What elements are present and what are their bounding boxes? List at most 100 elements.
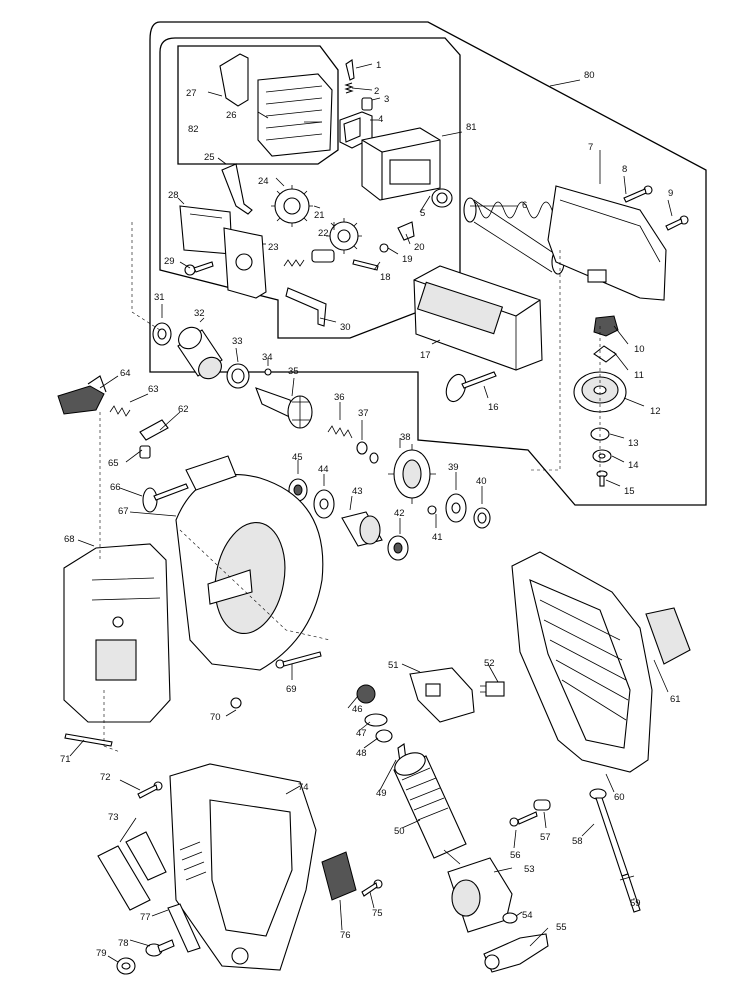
part-79-shape bbox=[116, 957, 136, 975]
part-label-13: 13 bbox=[628, 438, 639, 449]
part-57-shape bbox=[533, 799, 551, 811]
part-label-67: 67 bbox=[118, 506, 129, 517]
part-50-shape bbox=[393, 752, 467, 865]
part-61-shape bbox=[645, 607, 691, 665]
part-label-30: 30 bbox=[340, 322, 351, 333]
part-11-shape bbox=[593, 345, 617, 363]
part-38-shape bbox=[388, 444, 436, 504]
part-label-37: 37 bbox=[358, 408, 369, 419]
part-32-shape bbox=[177, 326, 223, 380]
part-label-82: 82 bbox=[188, 124, 199, 135]
part-label-19: 19 bbox=[402, 254, 413, 265]
part-label-16: 16 bbox=[488, 402, 499, 413]
assembly-lines bbox=[99, 222, 601, 753]
part-67-shape bbox=[175, 455, 324, 671]
part-label-57: 57 bbox=[540, 832, 551, 843]
part-label-68: 68 bbox=[64, 534, 75, 545]
part-label-20: 20 bbox=[414, 242, 425, 253]
part-60-shape bbox=[511, 551, 653, 773]
part-label-64: 64 bbox=[120, 368, 131, 379]
part-21-shape bbox=[361, 127, 441, 201]
part-40-shape bbox=[473, 507, 491, 529]
part-37-shape bbox=[356, 441, 368, 455]
part-label-49: 49 bbox=[376, 788, 387, 799]
part-71-shape bbox=[64, 733, 113, 747]
part-label-29: 29 bbox=[164, 256, 175, 267]
part-10-shape bbox=[593, 315, 619, 337]
part-label-3: 3 bbox=[384, 94, 389, 105]
part-1-shape bbox=[345, 59, 355, 81]
part-74-shape bbox=[169, 763, 317, 971]
group-outline-80 bbox=[149, 21, 707, 506]
part-label-78: 78 bbox=[118, 938, 129, 949]
part-33-shape bbox=[226, 363, 250, 389]
part-3-shape bbox=[361, 97, 373, 111]
part-label-74: 74 bbox=[298, 782, 309, 793]
part-15-shape bbox=[596, 470, 608, 487]
spring-small-shape bbox=[283, 259, 305, 267]
part-23-shape bbox=[223, 227, 267, 299]
part-66-shape bbox=[142, 483, 189, 513]
part-20-shape bbox=[397, 221, 415, 241]
part-76-shape bbox=[321, 851, 357, 901]
part-48-shape bbox=[375, 729, 393, 743]
part-label-25: 25 bbox=[204, 152, 215, 163]
part-label-26: 26 bbox=[226, 110, 237, 121]
part-78-shape bbox=[145, 939, 175, 957]
part-label-47: 47 bbox=[356, 728, 367, 739]
part-25-shape bbox=[221, 163, 253, 215]
part-label-76: 76 bbox=[340, 930, 351, 941]
part-label-38: 38 bbox=[400, 432, 411, 443]
part-label-10: 10 bbox=[634, 344, 645, 355]
part-label-43: 43 bbox=[352, 486, 363, 497]
part-77-shape bbox=[167, 903, 201, 953]
part-55-shape bbox=[483, 933, 549, 973]
part-43-shape bbox=[341, 511, 383, 547]
part-label-79: 79 bbox=[96, 948, 107, 959]
part-30-shape bbox=[285, 287, 327, 327]
part-label-40: 40 bbox=[476, 476, 487, 487]
part-label-27: 27 bbox=[186, 88, 197, 99]
part-53-shape bbox=[447, 857, 513, 933]
part-2-shape bbox=[344, 82, 354, 94]
part-label-21: 21 bbox=[314, 210, 325, 221]
part-label-62: 62 bbox=[178, 404, 189, 415]
part-label-53: 53 bbox=[524, 864, 535, 875]
part-label-33: 33 bbox=[232, 336, 243, 347]
part-35-shape bbox=[255, 387, 313, 429]
part-34-shape bbox=[264, 368, 272, 376]
part-label-80: 80 bbox=[584, 70, 595, 81]
part-label-28: 28 bbox=[168, 190, 179, 201]
part-7-shape bbox=[547, 185, 667, 301]
part-label-2: 2 bbox=[374, 86, 379, 97]
part-label-45: 45 bbox=[292, 452, 303, 463]
part-47-shape bbox=[364, 713, 388, 727]
part-label-1: 1 bbox=[376, 60, 381, 71]
part-label-8: 8 bbox=[622, 164, 627, 175]
part-75-shape bbox=[361, 879, 383, 897]
part-14-shape bbox=[592, 449, 612, 463]
part-label-44: 44 bbox=[318, 464, 329, 475]
part-label-9: 9 bbox=[668, 188, 673, 199]
part-label-34: 34 bbox=[262, 352, 273, 363]
part-label-15: 15 bbox=[624, 486, 635, 497]
part-label-72: 72 bbox=[100, 772, 111, 783]
part-label-66: 66 bbox=[110, 482, 121, 493]
part-26-shape bbox=[257, 73, 333, 157]
part-label-36: 36 bbox=[334, 392, 345, 403]
part-label-23: 23 bbox=[268, 242, 279, 253]
part-73-shape bbox=[97, 831, 167, 911]
part-70-shape bbox=[230, 697, 242, 709]
part-72-shape bbox=[137, 781, 163, 799]
part-19-shape bbox=[379, 243, 389, 253]
part-label-77: 77 bbox=[140, 912, 151, 923]
part-label-63: 63 bbox=[148, 384, 159, 395]
part-label-58: 58 bbox=[572, 836, 583, 847]
part-label-46: 46 bbox=[352, 704, 363, 715]
part-27-shape bbox=[219, 53, 249, 107]
part-label-39: 39 bbox=[448, 462, 459, 473]
part-37b-shape bbox=[369, 452, 379, 464]
part-51-shape bbox=[409, 667, 475, 723]
